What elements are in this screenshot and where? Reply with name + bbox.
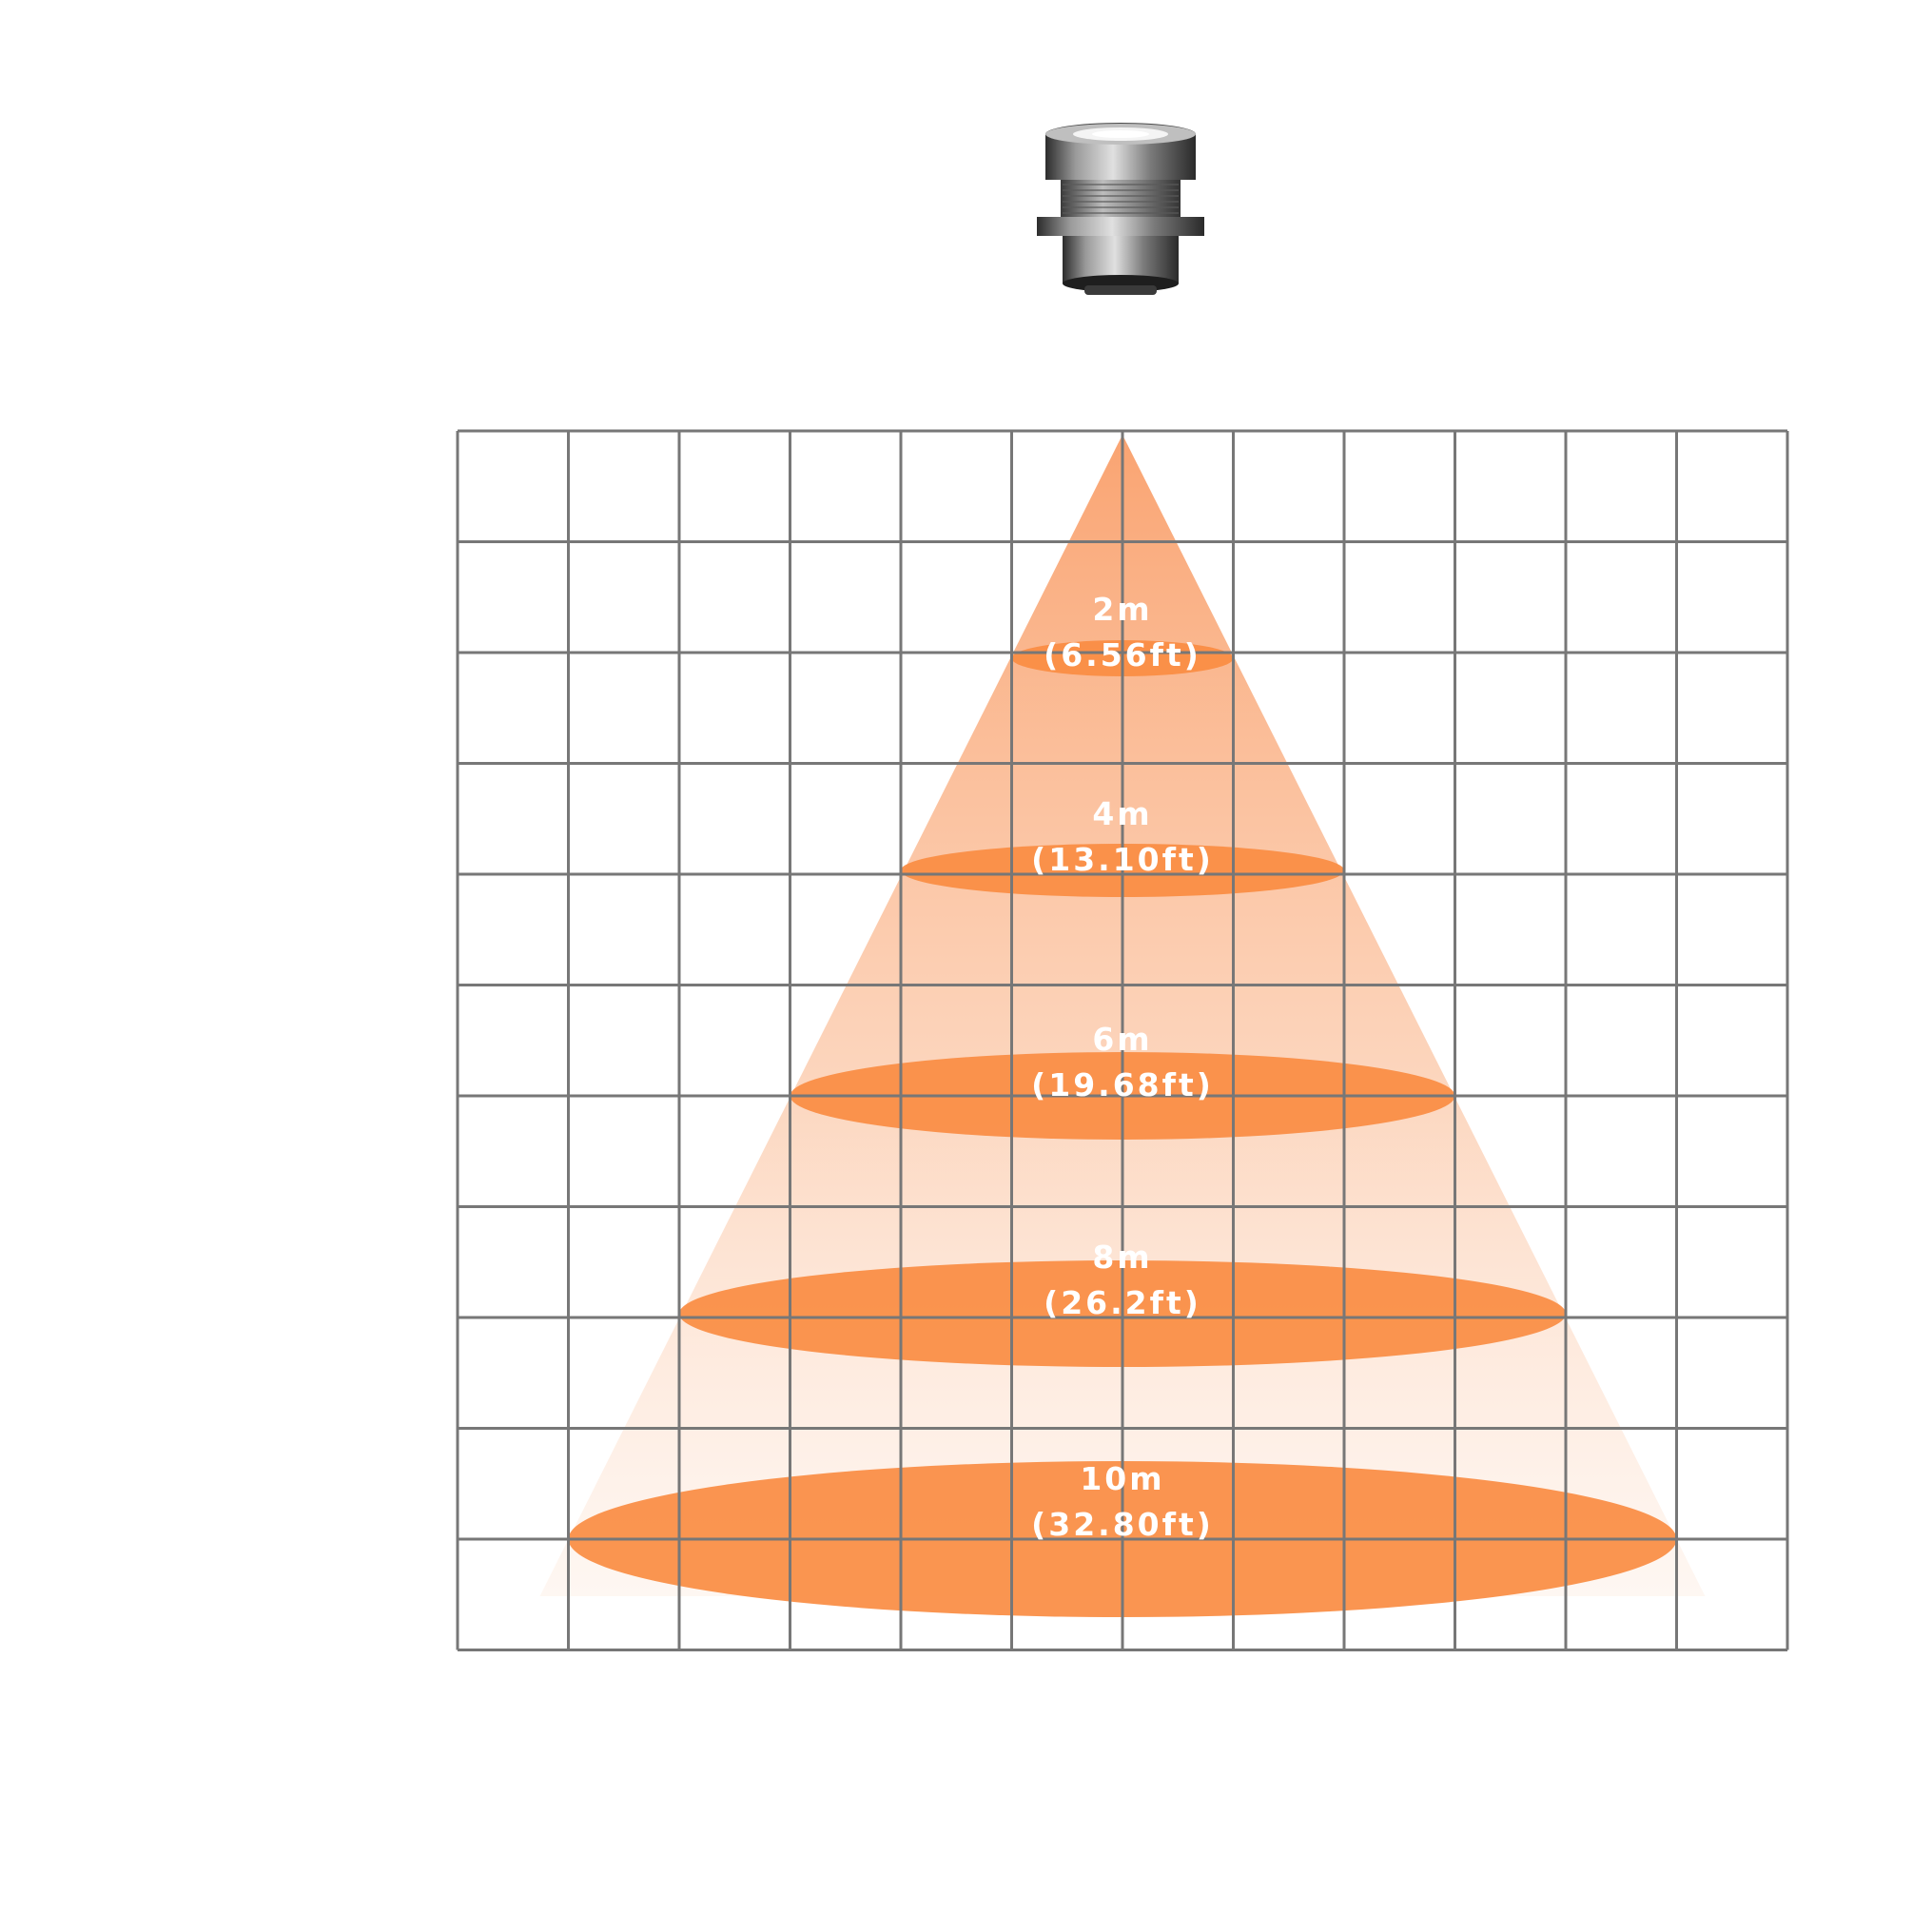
ring-distance-label: 6m	[1092, 1021, 1152, 1058]
spotlight-fixture-icon	[1037, 123, 1204, 295]
ring-distance-label: 4m	[1092, 795, 1152, 832]
ring-feet-label: (13.10ft)	[1031, 841, 1214, 878]
ring-distance-label: 8m	[1092, 1239, 1152, 1276]
ring-feet-label: (32.80ft)	[1031, 1506, 1214, 1543]
ring-distance-label: 10m	[1080, 1460, 1164, 1497]
ring-feet-label: (6.56ft)	[1044, 636, 1201, 673]
ring-distance-label: 2m	[1092, 591, 1152, 628]
distance-grid	[456, 429, 1789, 1651]
ring-feet-label: (26.2ft)	[1044, 1284, 1201, 1321]
ring-feet-label: (19.68ft)	[1031, 1066, 1214, 1103]
